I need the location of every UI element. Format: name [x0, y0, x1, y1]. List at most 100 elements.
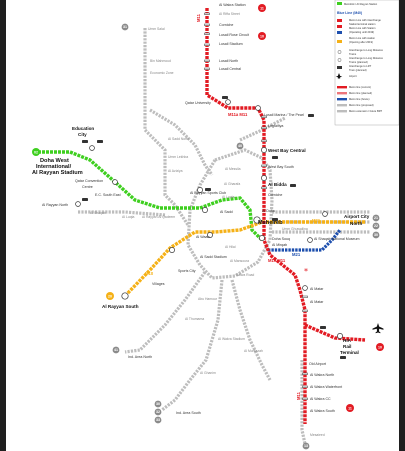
label-qatar-conv: Qatar Convention	[75, 179, 103, 183]
station-west-bay-central	[261, 147, 267, 153]
line-labels: M11 M11a M11 M10 M11 M11 M10 M21 M21	[145, 13, 321, 400]
line-label-red-south: M11	[296, 391, 301, 400]
label-al-ghanim: Al Ghanim	[200, 371, 216, 375]
legend-swatches	[335, 19, 347, 113]
label-al-sadd2: Al Sadd Stadium	[200, 255, 227, 259]
metro-map[interactable]: 11 10 11 10 02 20 31 40 41 21 22 30 30 3…	[6, 0, 399, 451]
label-hia-rail: Rail	[343, 344, 351, 349]
legend-item-4: Metro Line with station	[349, 36, 376, 40]
line-label-red-top: M11	[196, 13, 201, 22]
label-al-wakra-stadium: Al Wakra Stadium	[218, 337, 245, 341]
label-corniche: Corniche	[219, 23, 233, 27]
badge-grey-top: 31	[123, 25, 127, 29]
line-label-red-mid: M11a M11	[228, 112, 248, 117]
label-al-mirqab: Al Mirqab	[272, 243, 287, 247]
airport-icon	[372, 323, 384, 334]
label-economic-zone: Economic Zone	[150, 71, 174, 75]
legend-item-7: Trains	[349, 52, 357, 56]
badge-yellow-south: 20	[108, 294, 112, 298]
label-doha-west3: Al Rayyan Stadium	[32, 170, 83, 176]
label-al-rayyan-sports: Al Rayyan Sports Club	[190, 191, 226, 195]
grey-line-sw	[124, 271, 207, 354]
legend-item-5: (Opening after 2019)	[349, 40, 373, 44]
label-lusail-central: Lusail Central	[219, 67, 241, 71]
gold-line	[123, 220, 365, 298]
label-al-mansoura: Al Mansoura	[230, 259, 249, 263]
label-lusail-rose: Lusail Rose Circuit	[219, 33, 249, 37]
label-qatar-univ: Qatar University	[185, 101, 211, 105]
grey-line-s3	[300, 360, 307, 445]
legend-header: Metrolink / Al Rayyan Station	[344, 2, 378, 6]
legend-item-10: Interchange to LRT	[349, 64, 372, 68]
label-bin-mahmoud: Bin Mahmoud	[150, 59, 171, 63]
legend-item-1: Station/terminal station	[349, 22, 376, 26]
badge-grey-e2: 22	[374, 224, 378, 228]
station-sports-city	[169, 247, 175, 253]
red-line-branch	[304, 323, 366, 342]
label-villages: Villages	[152, 282, 165, 286]
label-al-rayyan-c: Al Rayyan Al Qadeem	[142, 215, 175, 219]
label-legtaifiya: Legtaifiya	[268, 124, 283, 128]
label-doha-souq: Doha Souq	[272, 237, 290, 241]
label-ec-south: E.C. South East	[95, 193, 121, 197]
station-al-bidda	[261, 175, 267, 181]
label-al-rayyan-south: Al Rayyan South	[102, 304, 139, 309]
badge-grey-nw: 40	[238, 144, 242, 148]
label-umm-lekhba: Umm Lekhba	[168, 155, 188, 159]
legend-item-8: Interchange to Long Distance	[349, 56, 383, 60]
label-education-city2: City	[78, 132, 87, 137]
legend-item-2: Metro Line with Station	[349, 26, 376, 30]
label-al-gharafa: Al Gharafa	[224, 182, 240, 186]
label-al-thumama: Al Thumama	[185, 317, 204, 321]
label-salwa-road: Salwa Road	[236, 273, 254, 277]
label-al-muntazah: Al Muntazah	[244, 349, 263, 353]
station-ec-south	[112, 179, 118, 185]
legend-item-17: Metro extension / future BRT	[349, 109, 383, 113]
grey-ring	[186, 148, 274, 280]
station-education-city	[89, 145, 95, 151]
label-doha-west2: International/	[36, 164, 72, 170]
label-ind-area-south: Ind. Area South	[176, 411, 201, 415]
label-umm-ghuwailina: Umm Ghuwailina	[282, 227, 308, 231]
station-al-rayyan-south	[121, 292, 129, 300]
badge-green-west: 02	[34, 150, 38, 154]
label-al-doha: Al Doha	[262, 209, 275, 213]
map-icons: *	[82, 96, 384, 359]
line-label-gold-a: M10	[145, 271, 154, 276]
label-hia: HIA	[343, 338, 352, 343]
label-al-wakra: Al Wakra Station	[219, 3, 246, 7]
metro-map-frame: 11 10 11 10 02 20 31 40 41 21 22 30 30 3…	[6, 0, 399, 451]
grey-planned-lines	[78, 28, 370, 445]
legend-item-13: Metro line (current)	[349, 85, 371, 89]
star-icon: *	[304, 267, 308, 276]
legend-item-12: Airport	[349, 74, 357, 78]
legend-item-0: Metro Line with interchange	[349, 18, 381, 22]
legend: Metrolink / Al Rayyan Station Blue Line …	[334, 0, 399, 126]
grey-line-west	[143, 28, 190, 226]
grey-line-s2	[230, 279, 272, 381]
label-lusail-marina: Lusail Marina / The Pearl	[264, 113, 304, 117]
badge-grey-e3: 30	[374, 233, 378, 237]
legend-item-15: Metro line (future)	[349, 97, 370, 101]
label-al-messila: Al Messila	[225, 167, 241, 171]
label-lusail-north: Lusail North	[219, 59, 238, 63]
badge-red-top: 11	[260, 6, 264, 10]
blue-line-path	[268, 229, 342, 252]
label-msheireb: Msheireb	[258, 220, 283, 226]
number-badges: 11 10 11 10 02 20 31 40 41 21 22 30 30 3…	[32, 4, 384, 450]
label-al-sadd-n: Al Sadd North	[168, 137, 189, 141]
station-msheireb	[253, 216, 261, 224]
label-al-shaqab: Al Shaqab	[90, 211, 106, 215]
station-hia	[337, 333, 343, 339]
legend-title: Blue Line (M40)	[337, 11, 362, 15]
label-qatar-conv2: Centre	[82, 185, 93, 189]
legend-item-14: Metro line (planned)	[349, 91, 372, 95]
label-al-wakra-c: Al Wakra Waterfront	[310, 385, 342, 389]
label-al-matar: Al Matar	[310, 287, 324, 291]
station-al-sadd	[202, 207, 208, 213]
label-al-aziziya: Al Aziziya	[168, 169, 183, 173]
label-al-sadd: Al Sadd	[220, 210, 233, 214]
interchange-stations[interactable]	[75, 99, 343, 339]
station-al-rayyan-north	[75, 201, 81, 207]
station-ticks	[204, 12, 308, 400]
